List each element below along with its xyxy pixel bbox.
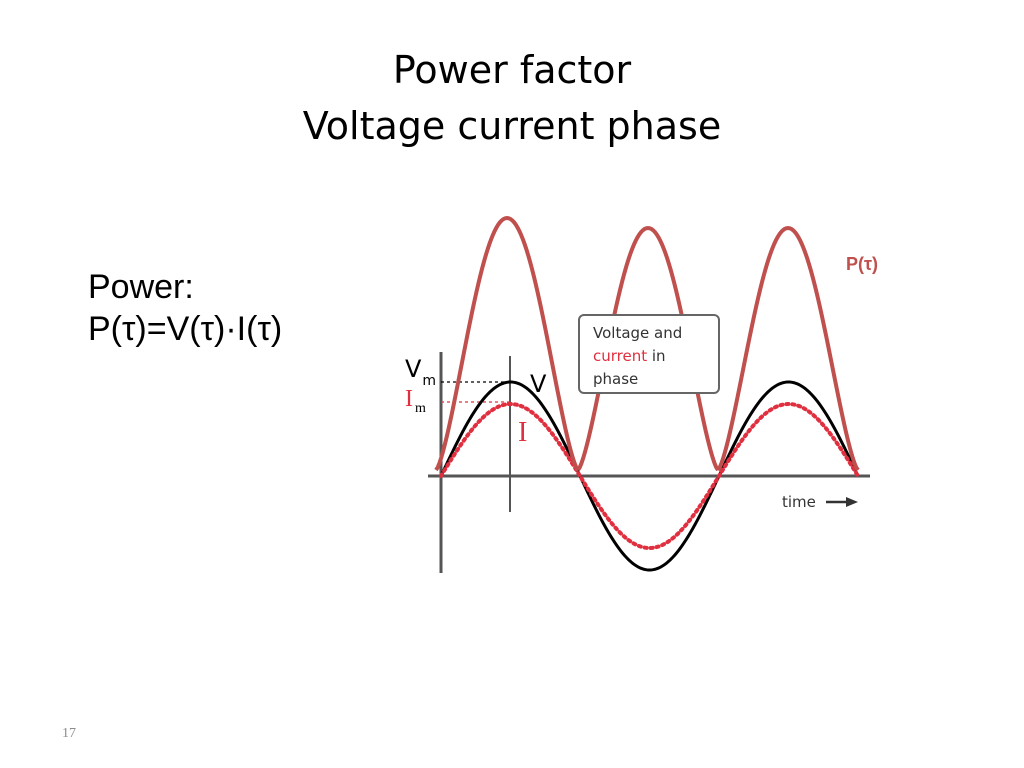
vm-label-subscript: m	[422, 373, 436, 389]
time-arrow-head	[846, 497, 858, 507]
box-current-word: current	[593, 347, 647, 365]
title-line-1: Power factor	[392, 48, 632, 92]
power-label-text: Power:	[88, 268, 194, 306]
voltage-label: V	[530, 370, 547, 398]
box-line-2: current in	[593, 347, 666, 365]
slide-title: Power factor Voltage current phase	[0, 42, 1024, 154]
current-curve	[439, 401, 860, 551]
im-label-subscript: m	[415, 401, 426, 416]
title-line-2: Voltage current phase	[302, 104, 722, 148]
phase-info-box	[578, 314, 720, 394]
slide-number: 17	[62, 726, 76, 741]
box-line-3: phase	[593, 370, 638, 388]
voltage-curve	[439, 380, 860, 572]
current-label: I	[518, 417, 527, 448]
box-line-1: Voltage and	[593, 324, 682, 342]
time-label: time	[782, 493, 816, 511]
vm-label: Vm	[405, 355, 436, 389]
power-formula-text: Power: P(τ)=V(τ)·I(τ)	[88, 266, 282, 350]
power-curve-label: P(τ)	[846, 254, 878, 274]
power-equation-text: P(τ)=V(τ)·I(τ)	[88, 310, 283, 348]
